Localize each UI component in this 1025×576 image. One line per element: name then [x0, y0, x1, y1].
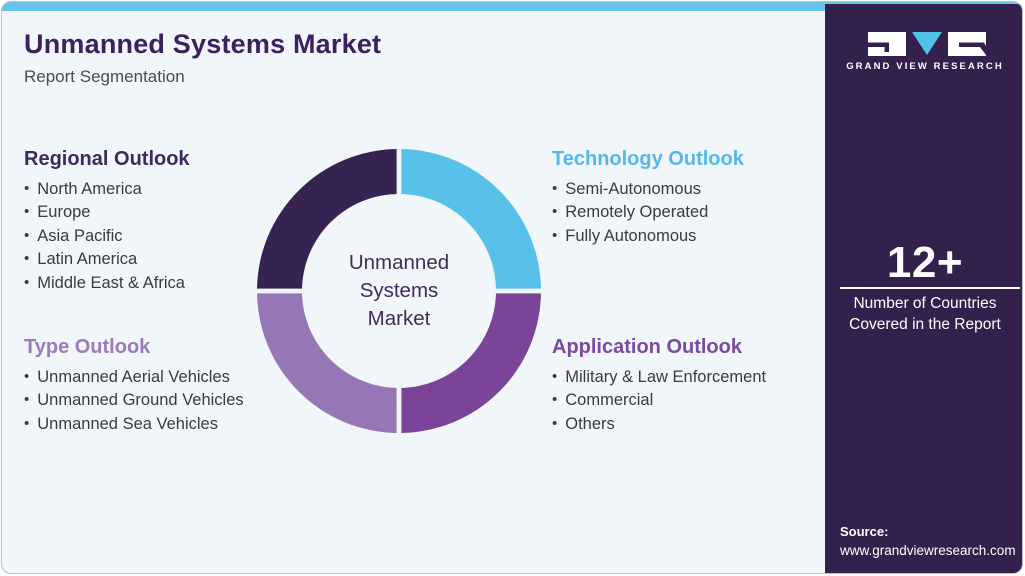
list-item: Unmanned Aerial Vehicles [24, 366, 314, 389]
stat-divider [840, 287, 1020, 289]
list-item: Others [552, 413, 842, 436]
donut-segment-top-left [257, 149, 399, 291]
list-item: Military & Law Enforcement [552, 366, 842, 389]
application-outlook-list: Military & Law Enforcement Commercial Ot… [552, 366, 842, 436]
top-accent-bar [2, 2, 1022, 11]
list-item: Middle East & Africa [24, 272, 314, 295]
donut-gap-horizontal [257, 288, 541, 294]
brand-name: GRAND VIEW RESEARCH [846, 61, 1004, 72]
section-application-outlook: Application Outlook Military & Law Enfor… [552, 336, 842, 436]
section-technology-outlook: Technology Outlook Semi-Autonomous Remot… [552, 148, 842, 248]
donut-center-line: Unmanned [348, 251, 450, 274]
regional-outlook-heading: Regional Outlook [24, 148, 190, 170]
list-item: Unmanned Sea Vehicles [24, 413, 314, 436]
donut-center-label: Unmanned Systems Market [257, 149, 541, 433]
page-subtitle: Report Segmentation [24, 67, 185, 86]
list-item: Commercial [552, 389, 842, 412]
list-item: North America [24, 178, 314, 201]
list-item: Semi-Autonomous [552, 178, 842, 201]
countries-stat-label: Number of Countries Covered in the Repor… [849, 295, 1001, 333]
list-item: Fully Autonomous [552, 225, 842, 248]
technology-outlook-heading: Technology Outlook [552, 148, 744, 170]
gvr-logo-icon [868, 32, 992, 57]
brand-sidebar: GRAND VIEW RESEARCH 12+ Number of Countr… [825, 4, 1022, 573]
donut-segment-top-right [399, 149, 541, 291]
countries-stat-value: 12+ [886, 238, 964, 287]
source-url-link[interactable]: www.grandviewresearch.com [840, 543, 1016, 558]
list-item: Latin America [24, 248, 314, 271]
page-title: Unmanned Systems Market [24, 29, 382, 59]
list-item: Europe [24, 201, 314, 224]
list-item: Asia Pacific [24, 225, 314, 248]
technology-outlook-list: Semi-Autonomous Remotely Operated Fully … [552, 178, 842, 248]
source-label: Source: [840, 524, 889, 539]
list-item: Unmanned Ground Vehicles [24, 389, 314, 412]
header: Unmanned Systems Market Report Segmentat… [24, 29, 381, 87]
donut-segment-bottom-right [399, 291, 541, 433]
donut-segment-bottom-left [257, 291, 399, 433]
source-block: Source: www.grandviewresearch.com [840, 524, 1016, 558]
segmentation-donut-chart: Unmanned Systems Market [257, 149, 541, 433]
donut-svg [257, 149, 541, 433]
list-item: Remotely Operated [552, 201, 842, 224]
application-outlook-heading: Application Outlook [552, 336, 742, 358]
type-outlook-list: Unmanned Aerial Vehicles Unmanned Ground… [24, 366, 314, 436]
section-type-outlook: Type Outlook Unmanned Aerial Vehicles Un… [24, 336, 314, 436]
type-outlook-heading: Type Outlook [24, 336, 151, 358]
donut-center-line: Systems [359, 279, 439, 302]
regional-outlook-list: North America Europe Asia Pacific Latin … [24, 178, 314, 295]
donut-center-line: Market [367, 307, 431, 330]
section-regional-outlook: Regional Outlook North America Europe As… [24, 148, 314, 295]
